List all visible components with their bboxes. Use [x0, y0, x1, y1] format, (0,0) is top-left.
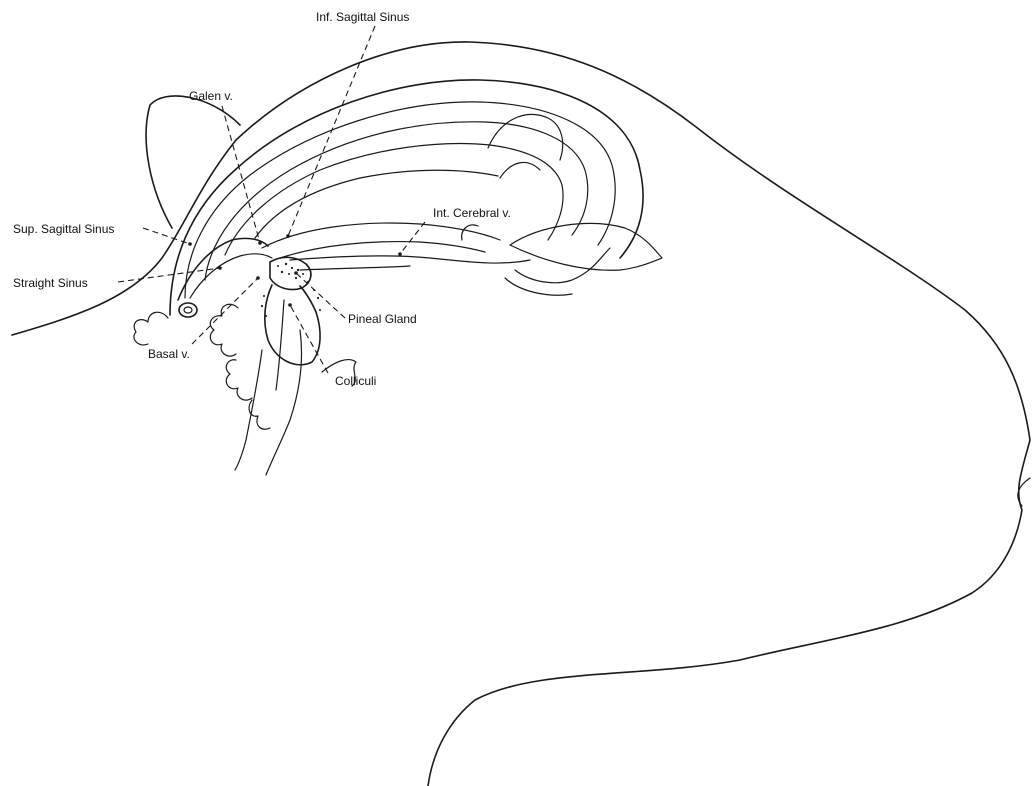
callosum-inner	[255, 170, 498, 238]
leader-galen-v	[222, 106, 260, 243]
cerebellum-fold-4	[249, 400, 270, 429]
sinus-confluence-inner	[184, 307, 192, 313]
callosum-lower	[225, 144, 563, 255]
frontal-lobe-tip	[510, 223, 662, 270]
brainstem-front	[266, 330, 302, 475]
leader-basal-v	[192, 278, 258, 344]
leader-sup-sagittal-sinus	[143, 228, 190, 244]
leader-int-cerebral-v	[400, 222, 425, 254]
dot-straight-sinus	[218, 266, 222, 270]
label-basal-v: Basal v.	[148, 347, 190, 361]
thalamus-line-2	[300, 266, 410, 270]
label-colliculi: Colliculi	[335, 374, 376, 388]
colliculi-outline	[265, 285, 320, 365]
dot-pineal-gland	[294, 271, 298, 275]
dot-sup-sagittal-sinus	[188, 242, 192, 246]
label-sup-sagittal-sinus: Sup. Sagittal Sinus	[13, 222, 114, 236]
fornix-upper	[262, 223, 500, 248]
aqueduct-line	[276, 300, 284, 390]
frontal-gyrus-2	[500, 162, 540, 178]
sup-sagittal-sinus-tube	[178, 238, 268, 300]
label-pineal-gland: Pineal Gland	[348, 312, 417, 326]
dot-int-cerebral-v	[398, 252, 402, 256]
thalamus-line-1	[290, 256, 530, 263]
occipital-scalp	[146, 96, 240, 228]
pineal-body	[270, 257, 311, 289]
leader-inf-sagittal-sinus	[288, 26, 375, 236]
dot-galen-v	[258, 241, 262, 245]
label-int-cerebral-v: Int. Cerebral v.	[433, 206, 511, 220]
leader-pineal-gland	[296, 273, 345, 318]
cerebellum-fold-3	[226, 360, 252, 400]
brainstem-back	[235, 350, 262, 470]
dot-basal-v	[256, 276, 260, 280]
cerebellum-fold-1	[134, 312, 168, 345]
label-straight-sinus: Straight Sinus	[13, 276, 88, 290]
sinus-confluence	[179, 303, 197, 317]
label-galen-v: Galen v.	[189, 89, 233, 103]
label-inf-sagittal-sinus: Inf. Sagittal Sinus	[316, 10, 409, 24]
dot-inf-sagittal-sinus	[286, 234, 290, 238]
skull-outline	[12, 42, 1030, 786]
dot-colliculi	[288, 303, 292, 307]
